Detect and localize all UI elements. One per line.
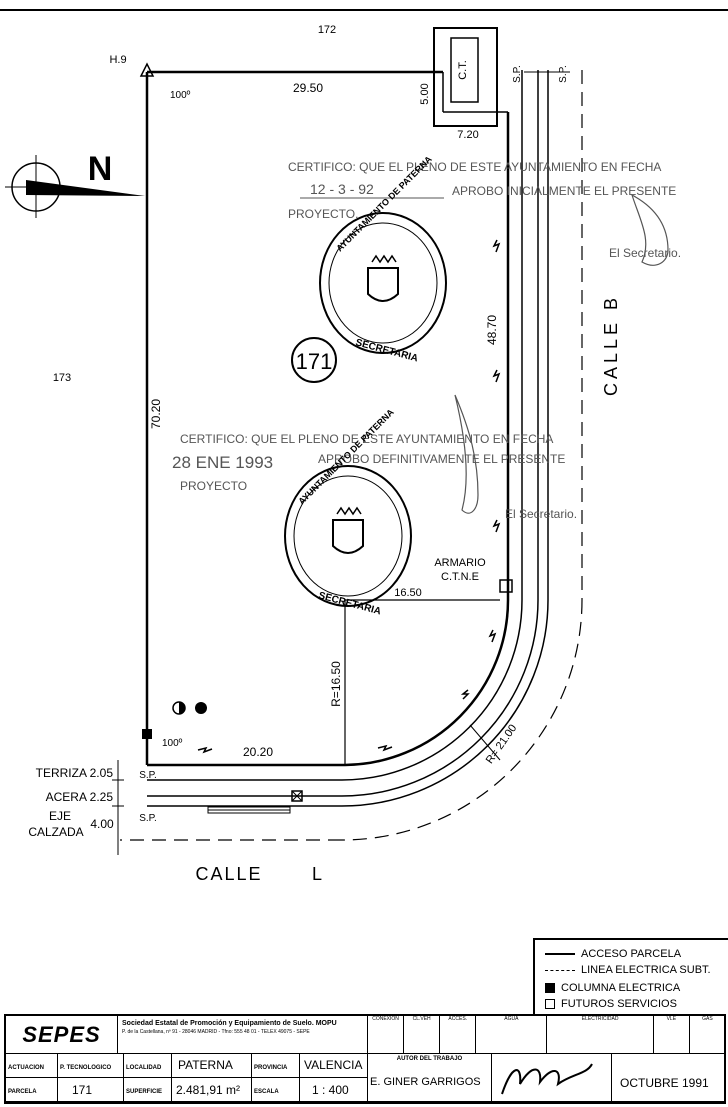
actuacion-value: P. TECNOLOGICO <box>58 1054 124 1078</box>
actuacion-label: ACTUACION <box>6 1054 58 1078</box>
parcela-label: PARCELA <box>6 1078 58 1102</box>
services-icon <box>545 999 555 1009</box>
superficie-value: 2.481,91 m² <box>172 1078 252 1102</box>
localidad-value: PATERNA <box>172 1054 252 1078</box>
superficie-label: SUPERFICIE <box>124 1078 172 1102</box>
street-curbs <box>120 70 583 841</box>
dim-left: 70.20 <box>149 399 163 429</box>
cert2-line3: PROYECTO <box>180 479 247 493</box>
cert2-date: 28 ENE 1993 <box>172 453 273 472</box>
provincia-value: VALENCIA <box>300 1054 368 1078</box>
signature-icon <box>492 1054 612 1102</box>
ct-label: C.T. <box>457 60 469 80</box>
cert1-date: 12 - 3 - 92 <box>310 181 374 197</box>
vertex-markers <box>139 62 513 802</box>
radius-lines <box>344 599 501 765</box>
ct-building: C.T. 7.20 5.00 <box>419 27 498 141</box>
sp-label: S.P. <box>558 65 569 83</box>
fecha-value: OCTUBRE 1991 <box>612 1054 726 1102</box>
sp-label: S.P. <box>139 770 157 781</box>
legend: ACCESO PARCELA LINEA ELECTRICA SUBT. COL… <box>533 938 728 1014</box>
autor-value: E. GINER GARRIGOS <box>370 1076 481 1088</box>
legend-item: ACCESO PARCELA <box>545 948 681 960</box>
dim-ct-width: 7.20 <box>457 129 478 141</box>
legend-item: LINEA ELECTRICA SUBT. <box>545 964 711 976</box>
section-acera: ACERA 2.25 <box>46 790 114 804</box>
certificate-final: CERTIFICO: QUE EL PLENO DE ESTE AYUNTAMI… <box>172 394 577 521</box>
column-icon <box>545 983 555 993</box>
radius-inner: R=16.50 <box>329 661 343 707</box>
dim-right: 48.70 <box>485 315 499 345</box>
cable-icon <box>545 969 575 971</box>
parcela-value: 171 <box>58 1078 124 1102</box>
autor-cell: AUTOR DEL TRABAJO E. GINER GARRIGOS <box>368 1054 492 1102</box>
radius-inner-short: 16.50 <box>394 587 422 599</box>
cert1-line3: PROYECTO. <box>288 207 358 221</box>
sp-label: S.P. <box>512 65 523 83</box>
signature-icon <box>454 394 479 514</box>
north-label: N <box>88 150 113 188</box>
dim-ct-height: 5.00 <box>419 83 431 104</box>
cert2-line2: APROBO DEFINITIVAMENTE EL PRESENTE <box>318 452 565 466</box>
escala-value: 1 : 400 <box>300 1078 368 1102</box>
org-info: Sociedad Estatal de Promoción y Equipami… <box>118 1016 368 1054</box>
section-eje: EJE <box>49 809 71 823</box>
section-calzada: CALZADA <box>28 825 83 839</box>
certificate-initial: CERTIFICO: QUE EL PLENO DE ESTE AYUNTAMI… <box>288 160 681 266</box>
cabinet-label-2: C.T.N.E <box>441 571 479 583</box>
cabinet-label-1: ARMARIO <box>434 557 486 569</box>
angle-bottom-left: 100º <box>162 738 183 749</box>
signature-icon <box>630 193 669 266</box>
cert1-line1: CERTIFICO: QUE EL PLENO DE ESTE AYUNTAMI… <box>288 160 661 174</box>
parcel-number-circle <box>291 337 337 383</box>
sp-label: S.P. <box>139 813 157 824</box>
section-calzada-value: 4.00 <box>90 817 114 831</box>
localidad-label: LOCALIDAD <box>124 1054 172 1078</box>
legend-item: FUTUROS SERVICIOS <box>545 998 677 1010</box>
provincia-label: PROVINCIA <box>252 1054 300 1078</box>
cert2-line1: CERTIFICO: QUE EL PLENO DE ESTE AYUNTAMI… <box>180 432 553 446</box>
legend-item: COLUMNA ELECTRICA <box>545 982 680 994</box>
dim-bottom: 20.20 <box>243 745 273 759</box>
dim-top: 29.50 <box>293 81 323 95</box>
neighbor-top: 172 <box>318 24 336 36</box>
stamp-bottom-text: SECRETARIA <box>317 590 382 617</box>
services-grid: CONEXION CL.VEH ACCES. AGUA ELECTRICIDAD… <box>368 1016 726 1054</box>
cert1-line2: APROBO INICIALMENTE EL PRESENTE <box>452 184 676 198</box>
vertex-label: H.9 <box>109 54 126 66</box>
angle-top-left: 100º <box>170 90 191 101</box>
north-arrow-icon: N <box>5 150 145 218</box>
access-arrow-icon <box>545 953 575 955</box>
sepes-logo: SEPES <box>6 1016 118 1054</box>
street-right: CALLE B <box>601 294 621 396</box>
cert2-signer: El Secretario. <box>505 507 577 521</box>
parcel-number: 171 <box>296 349 333 374</box>
cable-markers <box>197 239 501 754</box>
title-block: SEPES Sociedad Estatal de Promoción y Eq… <box>4 1014 726 1104</box>
section-terraza: TERRIZA 2.05 <box>36 766 114 780</box>
road-section: TERRIZA 2.05 ACERA 2.25 EJE CALZADA 4.00 <box>28 760 124 855</box>
street-bottom-letter: L <box>312 864 322 884</box>
neighbor-left: 173 <box>53 372 71 384</box>
escala-label: ESCALA <box>252 1078 300 1102</box>
street-bottom: CALLE <box>195 864 262 884</box>
parcel-boundary <box>145 70 510 767</box>
